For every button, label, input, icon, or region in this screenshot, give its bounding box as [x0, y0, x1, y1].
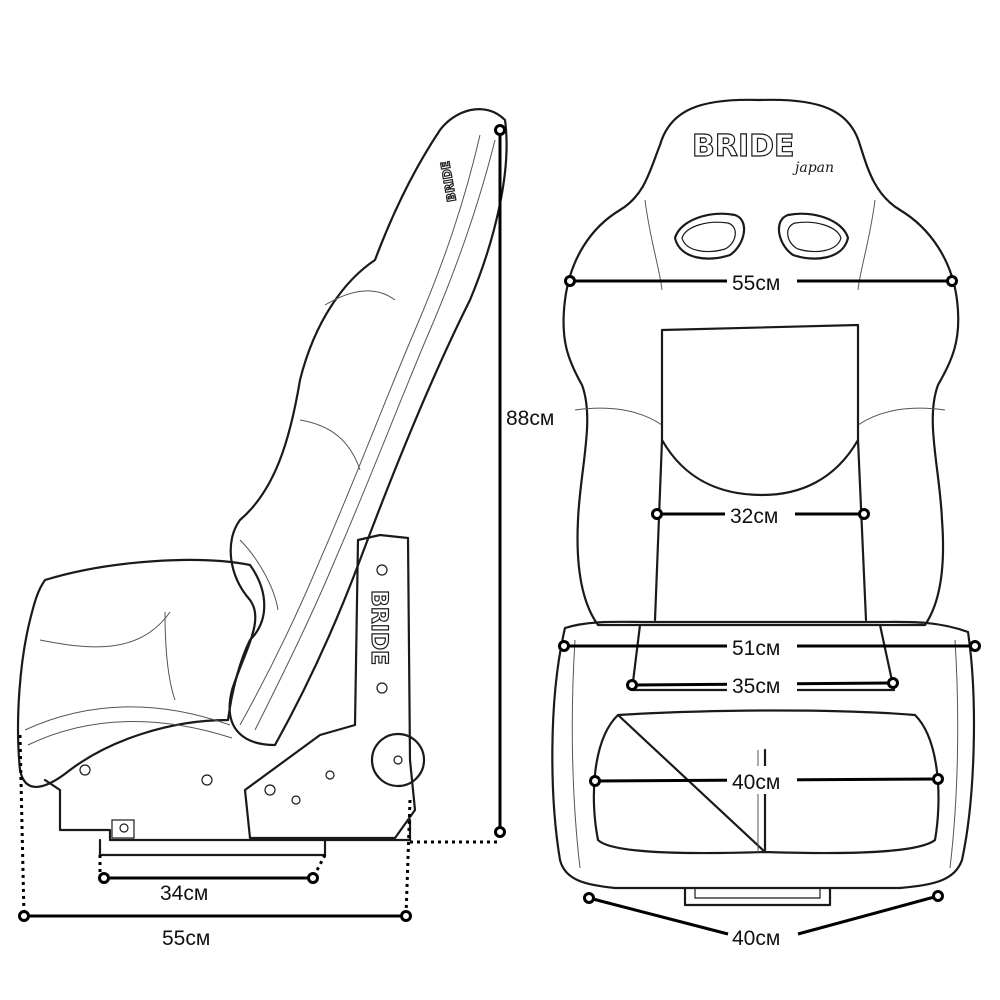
front-back-pad [660, 323, 860, 497]
side-backrest-outline [228, 108, 508, 747]
side-backrest-seam [254, 139, 496, 731]
seat-width-label: 40см [732, 771, 780, 794]
dim-rail-length: 34см [98, 854, 327, 905]
cushion-outer-width-label: 51см [732, 637, 780, 660]
front-view-seat: BRIDE japan [551, 98, 976, 907]
brand-logo: BRIDE [692, 129, 795, 164]
base-width-label: 40см [732, 927, 780, 950]
harness-slot-left [673, 212, 746, 260]
front-lever [683, 886, 832, 907]
height-label: 88см [506, 407, 554, 430]
rail-length-label: 34см [160, 882, 208, 905]
svg-text:BRIDE: BRIDE [366, 590, 391, 665]
dim-back-width: 32см [651, 500, 870, 528]
front-cushion-outline [551, 620, 976, 890]
shoulder-width-label: 55см [732, 272, 780, 295]
dim-shoulder-width: 55см [564, 267, 958, 295]
side-cushion-outline [16, 558, 266, 788]
dim-cushion-outer-width: 51см [558, 632, 981, 660]
side-base-frame [43, 778, 412, 842]
side-mount-bracket [243, 533, 417, 840]
depth-label: 55см [162, 927, 210, 950]
dim-height: 88см [410, 124, 565, 844]
dim-seat-width: 40см [589, 766, 944, 794]
front-seat-pan [592, 709, 940, 855]
dim-depth: 55см [18, 734, 412, 950]
side-rail [98, 838, 327, 857]
cushion-inner-width-label: 35см [732, 675, 780, 698]
front-backrest-outline [562, 98, 960, 627]
svg-text:BRIDE: BRIDE [438, 160, 459, 203]
side-view-seat: BRIDE BRIDE [16, 108, 508, 857]
harness-slot-right [777, 212, 850, 260]
back-width-label: 32см [730, 505, 778, 528]
brand-sub: japan [792, 160, 834, 176]
dim-cushion-inner-width: 35см [626, 670, 899, 698]
dim-base-width: 40см [583, 890, 944, 950]
